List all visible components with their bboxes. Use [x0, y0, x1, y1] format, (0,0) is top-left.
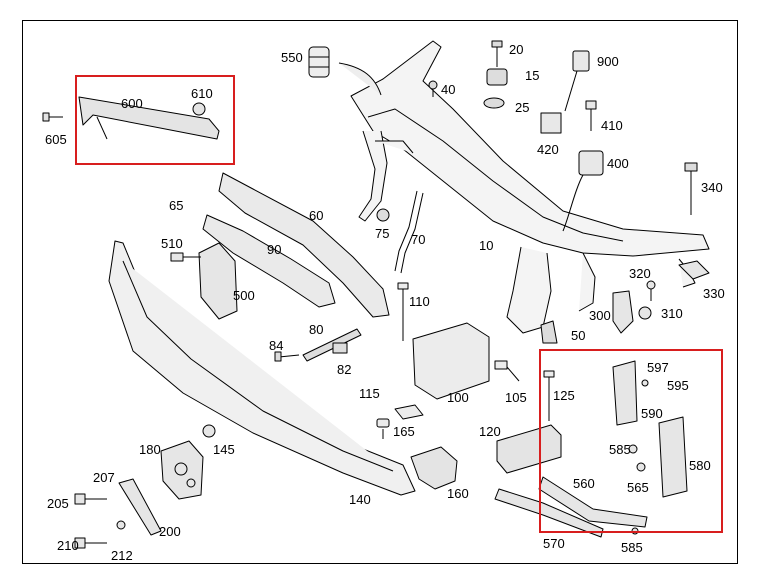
part-label-310: 310 [661, 306, 683, 321]
part-label-100: 100 [447, 390, 469, 405]
part-label-20: 20 [509, 42, 524, 57]
part-label-565: 565 [627, 480, 649, 495]
part-label-550: 550 [281, 50, 303, 65]
part-label-82: 82 [337, 362, 352, 377]
part-label-160: 160 [447, 486, 469, 501]
part-label-60: 60 [309, 208, 324, 223]
part-label-590: 590 [641, 406, 663, 421]
part-label-560: 560 [573, 476, 595, 491]
part-label-410: 410 [601, 118, 623, 133]
part-label-500: 500 [233, 288, 255, 303]
part-label-585-upper: 585 [609, 442, 631, 457]
part-label-330: 330 [703, 286, 725, 301]
part-label-125: 125 [553, 388, 575, 403]
bumper-carrier-part [108, 240, 416, 496]
part-label-510: 510 [161, 236, 183, 251]
part-label-400: 400 [607, 156, 629, 171]
hose-part [376, 190, 558, 344]
front-carrier-part [350, 40, 710, 334]
part-label-180: 180 [139, 442, 161, 457]
part-label-115: 115 [359, 386, 380, 401]
part-label-200: 200 [159, 524, 181, 539]
bracket-580-part [494, 360, 688, 538]
bump-stop-part [308, 46, 382, 96]
bracket-600-part [42, 96, 220, 140]
part-label-120: 120 [479, 424, 501, 439]
lower-brackets-part [74, 424, 216, 549]
sensor-unit-part [376, 282, 555, 439]
part-label-145: 145 [213, 442, 235, 457]
part-label-105: 105 [505, 390, 527, 405]
parts-drawing [42, 40, 710, 549]
part-label-84: 84 [269, 338, 284, 353]
highlight-box-580 [539, 349, 723, 533]
part-label-40: 40 [441, 82, 456, 97]
part-label-585-lower: 585 [621, 540, 643, 555]
pin-bolts-part [274, 328, 362, 362]
part-label-420: 420 [537, 142, 559, 157]
part-label-580: 580 [689, 458, 711, 473]
part-label-65: 65 [169, 198, 184, 213]
part-label-340: 340 [701, 180, 723, 195]
part-label-207: 207 [93, 470, 115, 485]
part-label-70: 70 [411, 232, 426, 247]
part-label-205: 205 [47, 496, 69, 511]
small-brackets-part [428, 40, 508, 109]
part-label-15: 15 [525, 68, 540, 83]
part-label-80: 80 [309, 322, 324, 337]
diagram-frame: 550 20 15 40 25 900 410 420 400 340 600 … [22, 20, 738, 564]
part-label-900: 900 [597, 54, 619, 69]
part-label-605: 605 [45, 132, 67, 147]
part-label-210: 210 [57, 538, 79, 553]
part-label-90: 90 [267, 242, 282, 257]
bracket-500-part [170, 242, 238, 320]
long-bolt-part [684, 162, 698, 215]
part-label-110: 110 [409, 294, 430, 309]
part-label-25: 25 [515, 100, 530, 115]
part-label-50: 50 [571, 328, 586, 343]
hood-latch-part [540, 50, 604, 232]
side-brackets-part [612, 260, 710, 334]
part-label-600: 600 [121, 96, 143, 111]
part-label-75: 75 [375, 226, 390, 241]
part-label-300: 300 [589, 308, 611, 323]
part-label-320: 320 [629, 266, 651, 281]
part-label-10: 10 [479, 238, 494, 253]
part-label-595: 595 [667, 378, 689, 393]
part-label-570: 570 [543, 536, 565, 551]
part-label-610: 610 [191, 86, 213, 101]
part-label-212: 212 [111, 548, 133, 563]
part-label-597: 597 [647, 360, 669, 375]
bracket-120-part [410, 424, 562, 490]
highlight-box-600 [75, 75, 235, 165]
part-label-165: 165 [393, 424, 415, 439]
part-label-140: 140 [349, 492, 371, 507]
impact-absorber-part [202, 172, 390, 318]
